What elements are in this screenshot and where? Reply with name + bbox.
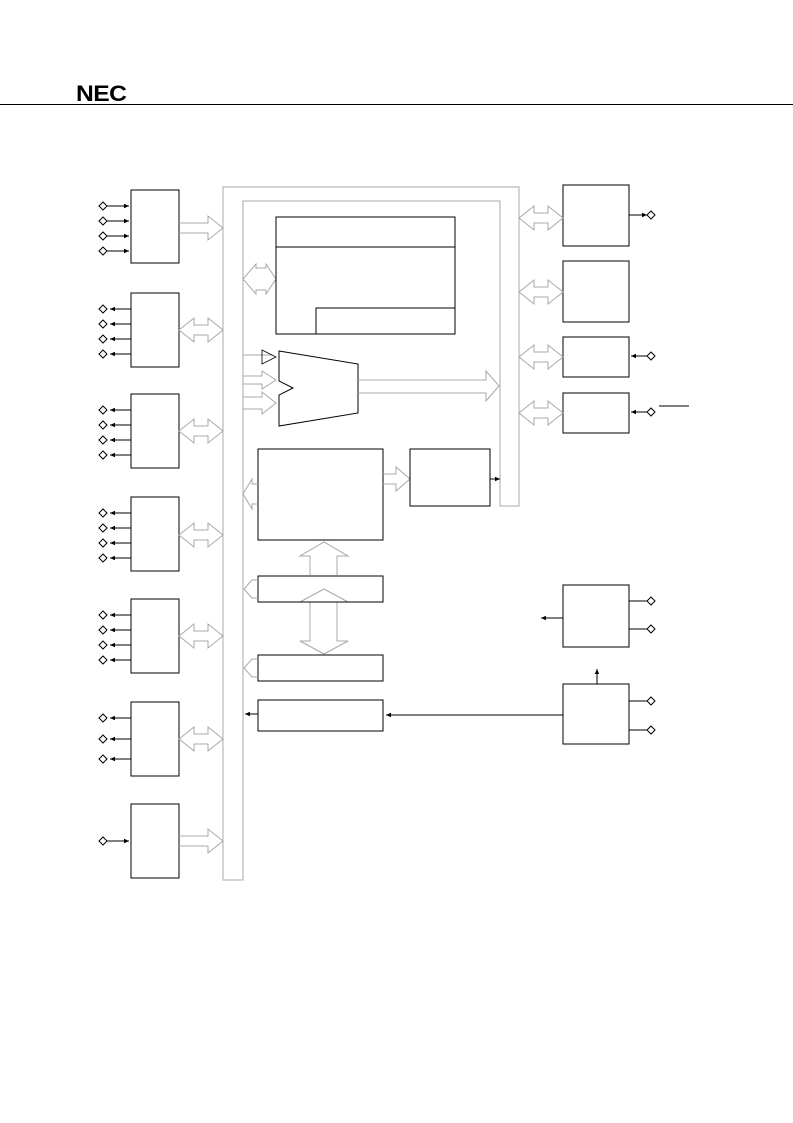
unidirectional-bus-arrow [179, 214, 224, 242]
bidirectional-bus-arrow [178, 521, 224, 549]
right-bidirectional-bus-arrow [518, 399, 564, 427]
pin-marker [98, 450, 131, 460]
pin-marker [98, 420, 131, 430]
pin-marker [98, 538, 131, 548]
pin-marker [98, 625, 131, 635]
pin-marker [98, 734, 131, 744]
decoder-block [409, 448, 500, 507]
right-bidirectional-bus-arrow [518, 204, 564, 232]
clock-generator-block [541, 584, 656, 648]
right-block-1 [562, 184, 656, 247]
pin-marker [98, 553, 131, 563]
pin-marker [98, 435, 131, 445]
pin-marker [98, 713, 131, 723]
pin-marker [98, 334, 131, 344]
control-output-arrow [383, 465, 411, 493]
control-to-bus-arrow [242, 477, 258, 511]
pin-marker [98, 201, 129, 211]
pin-marker [98, 610, 131, 620]
bidirectional-bus-arrow [178, 417, 224, 445]
bus-arrow-group [178, 214, 277, 855]
pin-marker [98, 349, 131, 359]
pin-marker [98, 319, 131, 329]
left-io-block-5 [130, 598, 180, 674]
oscillator-block [386, 669, 656, 745]
bidirectional-bus-arrow [178, 725, 224, 753]
bidirectional-bus-arrow [178, 316, 224, 344]
control-block [257, 448, 384, 541]
left-input-block-1 [130, 189, 180, 264]
bidirectional-data-arrow [299, 588, 349, 655]
pin-marker [98, 508, 131, 518]
left-input-block-7 [130, 803, 180, 879]
right-block-3 [562, 336, 656, 378]
bidirectional-bus-arrow [178, 622, 224, 650]
pin-marker [98, 246, 129, 256]
register-block-3 [245, 699, 384, 732]
pin-marker [98, 405, 131, 415]
left-pin-group [98, 201, 131, 846]
pin-marker [98, 836, 129, 846]
memory-bus-arrow [242, 262, 277, 296]
pin-marker [98, 754, 131, 764]
right-bidirectional-bus-arrow [518, 343, 564, 371]
pin-marker [98, 523, 131, 533]
pin-marker [98, 231, 129, 241]
memory-block [275, 216, 456, 335]
right-block-2 [562, 260, 630, 323]
register-block-1 [243, 575, 384, 603]
alu-input-lines [243, 349, 277, 416]
left-io-block-2 [130, 292, 180, 368]
header-rule [0, 104, 793, 105]
left-io-block-4 [130, 496, 180, 572]
left-io-block-6 [130, 701, 180, 777]
nec-logo: NEC [76, 81, 127, 106]
right-bidirectional-bus-arrow [518, 278, 564, 306]
right-bus-arrow-group [518, 204, 564, 427]
alu-block [278, 350, 359, 427]
unidirectional-bus-arrow [179, 827, 224, 855]
main-internal-bus [222, 186, 520, 881]
pin-marker [98, 304, 131, 314]
alu-output-arrow [358, 369, 500, 403]
pin-marker [98, 640, 131, 650]
pin-marker [98, 216, 129, 226]
register-block-2 [243, 654, 384, 682]
right-block-4 [562, 392, 689, 434]
left-io-block-3 [130, 393, 180, 469]
upward-data-arrow [298, 541, 350, 575]
pin-marker [98, 655, 131, 665]
